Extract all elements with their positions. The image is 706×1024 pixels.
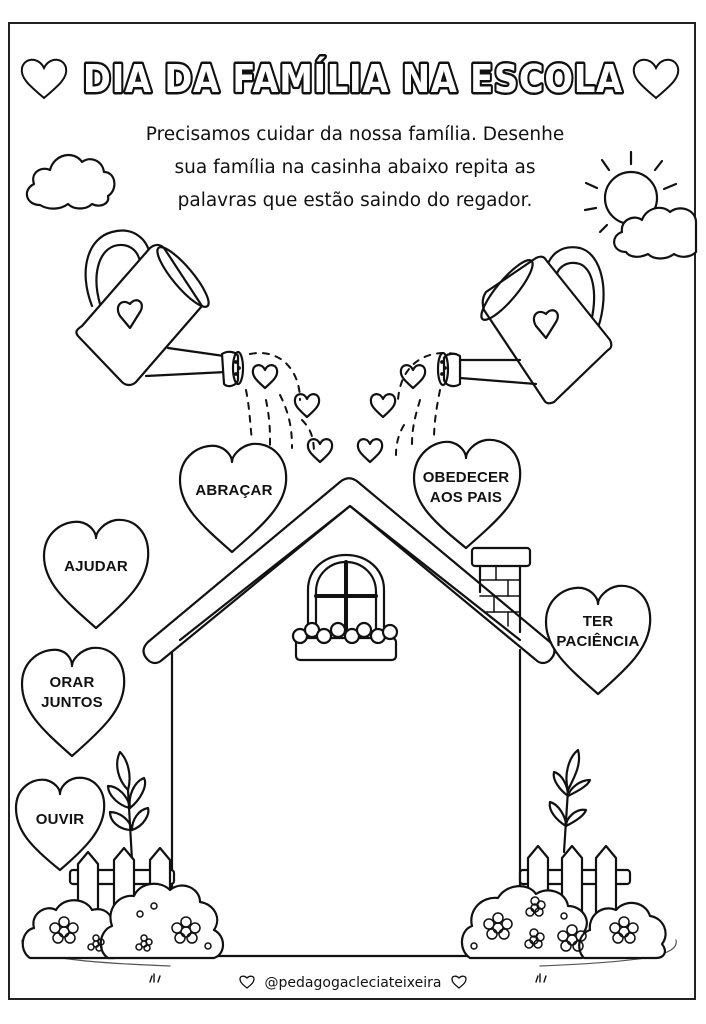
heart-icon <box>632 58 680 100</box>
window-icon <box>291 553 399 662</box>
heart-label-obedecer: OBEDECER AOS PAIS <box>414 468 518 508</box>
heart-icon <box>451 975 468 989</box>
chimney-icon <box>470 546 532 634</box>
house-icon <box>142 477 556 958</box>
flower-icon <box>49 902 212 952</box>
bush-icon <box>21 882 225 960</box>
title-text-fill: DIA DA FAMÍLIA NA ESCOLA <box>83 57 623 101</box>
heart-icon <box>369 393 397 419</box>
sun-icon <box>583 150 678 234</box>
heart-icon <box>238 975 255 989</box>
heart-ouvir <box>14 776 106 872</box>
water-stream <box>245 352 457 456</box>
heart-icon <box>399 364 427 390</box>
instruction-line: sua família na casinha abaixo repita as <box>174 157 536 178</box>
title-text: DIA DA FAMÍLIA NA ESCOLA <box>83 57 623 101</box>
heart-icon <box>356 438 384 464</box>
heart-text: PACIÊNCIA <box>556 633 640 650</box>
watering-can-icon <box>436 246 613 405</box>
plant-icon <box>106 750 150 862</box>
instruction-line: Precisamos cuidar da nossa família. Dese… <box>145 124 565 145</box>
watering-can-icon <box>75 229 245 388</box>
credit-handle: @pedagogacleciateixeira <box>264 975 442 991</box>
heart-text: OBEDECER <box>422 469 510 486</box>
instructions: Precisamos cuidar da nossa família. Dese… <box>110 118 600 217</box>
heart-ajudar <box>42 518 150 630</box>
plant-icon <box>548 748 592 854</box>
heart-text: TER <box>582 613 614 630</box>
flower-box <box>291 621 399 645</box>
heart-label-ajudar: AJUDAR <box>46 557 146 577</box>
heart-label-ter-paciencia: TER PACIÊNCIA <box>546 612 650 652</box>
bush-icon <box>460 885 667 960</box>
heart-icon <box>293 393 321 419</box>
credit-line: @pedagogacleciateixeira <box>0 974 706 991</box>
heart-text: AJUDAR <box>64 558 128 575</box>
cloud-icon <box>613 206 698 260</box>
grass-icon <box>149 973 547 983</box>
heart-icon <box>251 364 279 390</box>
heart-text: OUVIR <box>35 811 85 828</box>
heart-orar-juntos <box>20 646 126 758</box>
heart-text: AOS PAIS <box>429 489 503 506</box>
flower-icon <box>470 896 639 952</box>
heart-label-orar-juntos: ORAR JUNTOS <box>22 673 122 713</box>
heart-icon <box>20 58 68 100</box>
heart-label-ouvir: OUVIR <box>16 810 104 830</box>
cloud-icon <box>25 153 116 210</box>
heart-text: ORAR <box>49 674 95 691</box>
heart-ter-paciencia <box>544 584 652 696</box>
heart-abracar <box>178 442 288 554</box>
heart-text: JUNTOS <box>41 694 103 711</box>
heart-label-abracar: ABRAÇAR <box>184 481 284 501</box>
page-border <box>8 22 696 1000</box>
heart-obedecer <box>412 438 522 550</box>
instruction-line: palavras que estão saindo do regador. <box>177 190 533 211</box>
heart-icon <box>306 438 334 464</box>
heart-text: ABRAÇAR <box>195 482 273 499</box>
page-title: DIA DA FAMÍLIA NA ESCOLA DIA DA FAMÍLIA … <box>0 50 706 106</box>
